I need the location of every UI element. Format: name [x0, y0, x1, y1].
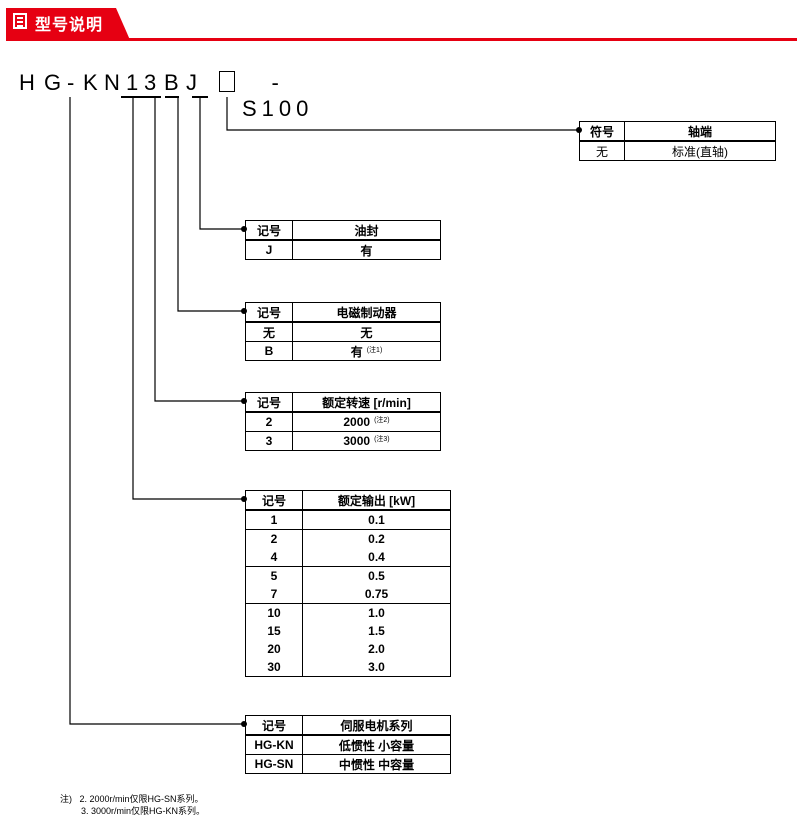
footnote-prefix: 注) [60, 794, 72, 804]
table-cell: 0.1 [302, 510, 451, 530]
model-char: J [186, 70, 197, 95]
table-cell: HG-SN [245, 754, 303, 774]
model-char: G [44, 70, 62, 95]
table-cell: 中惯性 中容量 [302, 754, 451, 774]
table-cell: 有 [292, 239, 441, 260]
model-char: N [104, 70, 120, 95]
model-char: 1 [126, 70, 139, 95]
note-ref: (注2) [374, 417, 390, 424]
table-header: 记号 [245, 220, 293, 241]
note-ref: (注1) [366, 346, 383, 354]
table-header: 电磁制动器 [292, 302, 441, 323]
table-cell: 有(注1) [292, 341, 441, 361]
table-cell: 2 [245, 529, 303, 548]
table-cell: 30 [245, 658, 303, 677]
table-cell-value: 2000 [343, 415, 371, 429]
table-cell: 0.75 [302, 585, 451, 604]
table-cell: 2 [245, 411, 293, 432]
table-cell: 10 [245, 603, 303, 622]
footnotes: 注) 2. 2000r/min仅限HG-SN系列。 3. 3000r/min仅限… [60, 793, 205, 817]
model-suffix: -S100 [242, 70, 314, 121]
section-header-tab [6, 8, 130, 40]
table-cell-value: 无 [360, 325, 373, 340]
table-cell: 3000(注3) [292, 431, 441, 451]
footnote-item: 3. 3000r/min仅限HG-KN系列。 [81, 806, 206, 816]
table-cell: 3 [245, 431, 293, 451]
table-header: 轴端 [624, 121, 776, 142]
model-char: 3 [144, 70, 157, 95]
table-cell: 无 [292, 321, 441, 342]
underline-output [121, 96, 151, 98]
table-cell: 无 [579, 140, 625, 161]
table-cell: HG-KN [245, 734, 303, 755]
table-cell: 5 [245, 566, 303, 585]
table-cell: 2.0 [302, 640, 451, 658]
model-char: H [19, 70, 35, 95]
section-header-rule [6, 38, 797, 41]
table-header: 额定转速 [r/min] [292, 392, 441, 413]
table-cell: 0.5 [302, 566, 451, 585]
table-header: 记号 [245, 392, 293, 413]
table-cell: J [245, 239, 293, 260]
table-header: 记号 [245, 302, 293, 323]
underline-speed [147, 96, 161, 98]
model-char: K [83, 70, 98, 95]
section-title: 型号说明 [35, 15, 104, 34]
table-cell: B [245, 341, 293, 361]
table-cell: 标准(直轴) [624, 140, 776, 161]
footnote-item: 2. 2000r/min仅限HG-SN系列。 [79, 794, 204, 804]
table-header: 额定输出 [kW] [302, 490, 451, 511]
table-header: 记号 [245, 715, 303, 736]
table-cell: 7 [245, 585, 303, 604]
table-cell: 0.2 [302, 529, 451, 548]
document-icon [13, 13, 27, 29]
table-cell: 无 [245, 321, 293, 342]
table-cell: 0.4 [302, 548, 451, 567]
table-cell: 低惯性 小容量 [302, 734, 451, 755]
table-cell: 1 [245, 510, 303, 530]
table-cell: 1.0 [302, 603, 451, 622]
table-header: 伺服电机系列 [302, 715, 451, 736]
table-header: 符号 [579, 121, 625, 142]
table-cell: 15 [245, 622, 303, 640]
table-cell: 20 [245, 640, 303, 658]
table-header: 记号 [245, 490, 303, 511]
underline-brake [165, 96, 179, 98]
model-char: B [164, 70, 179, 95]
note-ref: (注3) [374, 436, 390, 443]
model-char: - [67, 70, 75, 95]
shaft-placeholder-box [219, 71, 235, 92]
table-header: 油封 [292, 220, 441, 241]
table-cell: 4 [245, 548, 303, 567]
table-cell: 3.0 [302, 658, 451, 677]
table-cell-value: 有 [350, 344, 363, 359]
table-cell: 2000(注2) [292, 411, 441, 432]
table-cell: 1.5 [302, 622, 451, 640]
shaft-table: 符号轴端 无标准(直轴) [579, 121, 776, 161]
table-cell-value: 3000 [343, 434, 371, 448]
